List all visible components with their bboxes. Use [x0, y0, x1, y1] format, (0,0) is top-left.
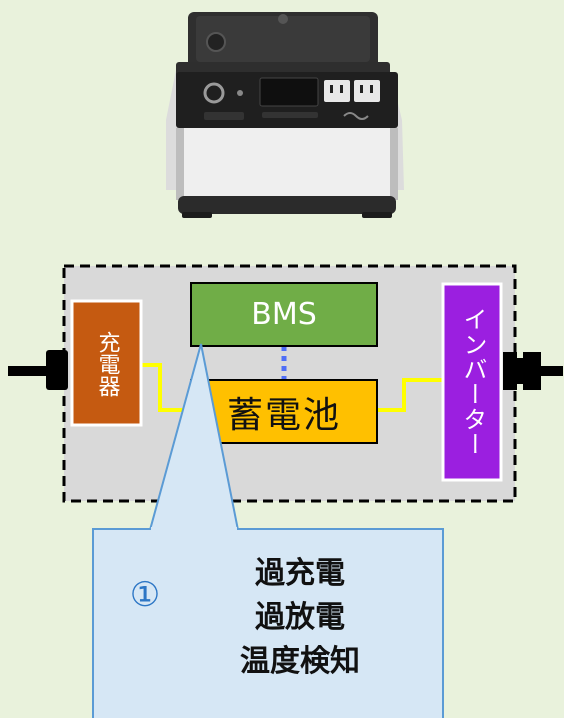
callout-number-badge: ①	[129, 575, 161, 615]
charger-label: 充電器	[94, 331, 120, 397]
inverter-label: インバーター	[459, 307, 487, 457]
portable-power-station-image	[166, 12, 404, 218]
dc-plug-icon	[8, 350, 68, 390]
callout-text: 過充電 過放電 温度検知	[150, 552, 450, 684]
wire-charger-battery	[141, 363, 191, 412]
inverter-box	[441, 282, 503, 482]
bms-label: BMS	[251, 297, 317, 332]
callout-box	[92, 528, 444, 718]
callout-line-temperature: 温度検知	[240, 644, 360, 679]
battery-label: 蓄電池	[226, 394, 341, 436]
callout-line-overcharge: 過充電	[255, 556, 345, 591]
wire-battery-inverter	[377, 378, 445, 412]
bms-box	[190, 282, 378, 347]
charger-box	[70, 299, 143, 427]
ac-plug-icon	[503, 352, 563, 390]
callout-line-overdischarge: 過放電	[255, 600, 345, 635]
